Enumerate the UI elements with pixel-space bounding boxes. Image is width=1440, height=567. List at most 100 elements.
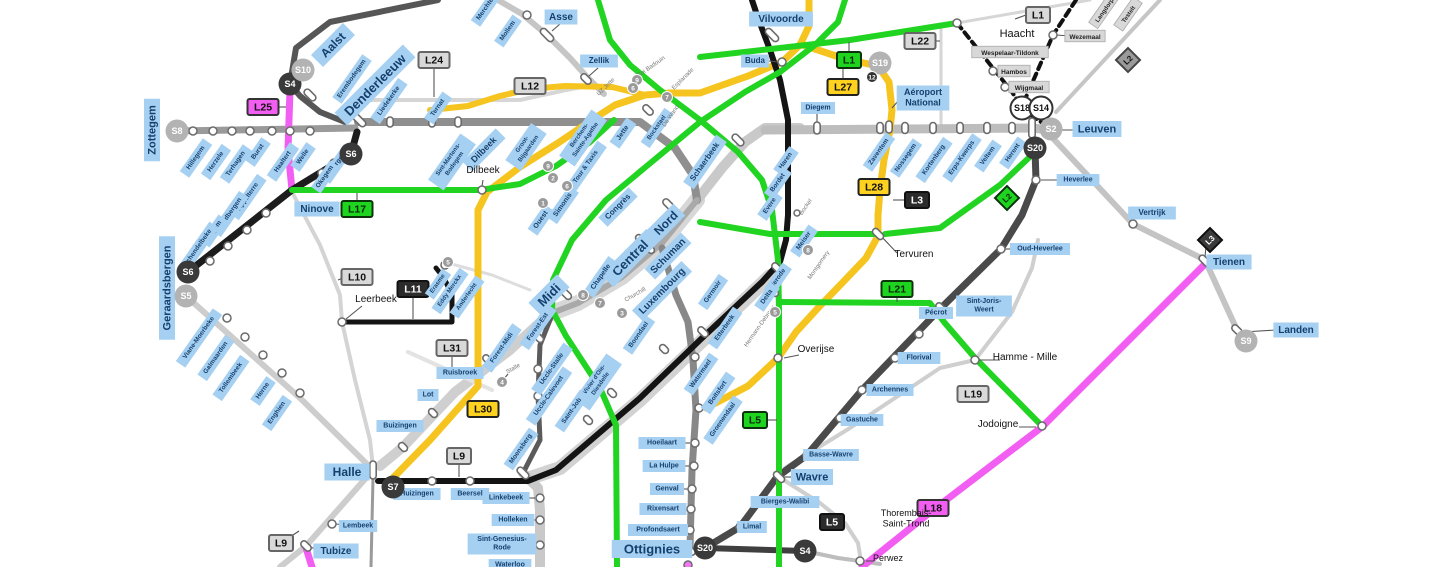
chip-box — [997, 64, 1031, 78]
metro-number-8: 8 — [577, 289, 589, 301]
station-tick — [1027, 117, 1037, 139]
rail-line-green-meiser-tervuren — [697, 219, 881, 237]
station-chip-label: Holleken — [498, 517, 527, 524]
station-chip: Landen — [1273, 322, 1319, 338]
chip-box — [527, 204, 555, 236]
chip-box — [918, 307, 954, 319]
station-chip-label: Tubize — [321, 546, 352, 557]
station-tick — [772, 470, 786, 484]
s-terminal-label: S4 — [284, 79, 295, 89]
station-chip-label: Geraardsbergen — [162, 245, 174, 330]
station-name: Tervuren — [895, 249, 934, 260]
station-dot — [777, 57, 787, 67]
chip-box — [840, 414, 884, 426]
station-chip: Florival — [897, 352, 941, 364]
chip-box — [862, 132, 896, 172]
s-terminal-label: S19 — [872, 58, 888, 68]
chip-box — [175, 308, 223, 368]
station-dot — [535, 493, 545, 503]
station-dot — [223, 241, 233, 251]
rail-line-corridor-west — [173, 124, 359, 135]
station-chip: Jette — [609, 117, 637, 149]
station-chip-label: Zellik — [589, 56, 610, 65]
station-chip-label: Pécrot — [925, 310, 947, 317]
s-terminal-label: S14 — [1033, 103, 1049, 113]
chip-box — [488, 559, 532, 567]
s-terminal-circle — [793, 539, 817, 563]
station-chip: Archennes — [866, 384, 914, 396]
station-tick — [300, 540, 312, 552]
station-chip-gray-label: Wezemaal — [1069, 34, 1101, 41]
station-chip: Vilvoorde — [749, 11, 813, 27]
badge-box — [417, 51, 451, 69]
chip-box — [897, 352, 941, 364]
metro-number-5: 5 — [769, 306, 781, 318]
station-chip-label: Sint-Genesius-Rode — [477, 536, 527, 552]
metro-number-7: 7 — [661, 91, 673, 103]
station-chip-label: Erps-Kwerps — [947, 139, 976, 176]
badge-label: L24 — [425, 55, 443, 67]
badge-box — [880, 280, 914, 298]
s-terminal-S2: S2 — [1039, 117, 1063, 141]
station-chip: Zellik — [580, 54, 618, 68]
metro-circle — [547, 172, 559, 184]
badge-label: L27 — [834, 82, 852, 94]
line-badge-L1: L1 — [1025, 6, 1051, 24]
pointer-line — [1014, 14, 1027, 20]
station-chip-label: Buizingen — [383, 423, 416, 430]
rail-lines — [173, 0, 1249, 567]
station-chip: Beersel — [450, 488, 490, 500]
line-badge-L1: L1 — [836, 51, 862, 69]
station-dot — [205, 256, 215, 266]
chip-box — [1056, 174, 1100, 186]
chip-box — [800, 102, 836, 114]
badge-box — [435, 339, 469, 357]
chip-box — [261, 394, 293, 432]
station-chip: Buizingen — [376, 420, 424, 432]
station-name: Jodoigne — [978, 419, 1019, 430]
station-dot — [533, 364, 543, 374]
chip-box — [866, 384, 914, 396]
chip-box — [266, 142, 300, 182]
station-chip-label: Waterloo — [495, 562, 525, 567]
chip-box — [583, 256, 619, 298]
station-tick — [812, 121, 822, 135]
station-dot — [465, 476, 475, 486]
metro-number-4: 4 — [496, 376, 508, 388]
station-chip-label: Beersel — [457, 491, 482, 498]
station-chip-label: Linkebeek — [489, 495, 523, 502]
metro-number-label: 6 — [631, 85, 635, 92]
station-chip-label: Oud-Heverlee — [1017, 246, 1063, 253]
station-dot — [305, 126, 315, 136]
line-badge-L9: L9 — [268, 534, 294, 552]
chip-box — [424, 91, 452, 125]
badge-label: L9 — [453, 451, 465, 463]
station-tick — [1007, 121, 1017, 135]
station-chip-label: Kortenberg — [921, 143, 947, 176]
station-chip: Ouest — [527, 204, 555, 236]
s-terminal-S7: S7 — [381, 475, 405, 499]
station-chip: Halle — [324, 463, 370, 481]
metro-number-label: 8 — [806, 247, 810, 254]
badge-box — [826, 78, 860, 96]
s-terminal-circle — [165, 119, 189, 143]
station-chip-gray: Wespelaar-Tildonk — [971, 45, 1049, 59]
metro-circle — [866, 71, 878, 83]
chip-box — [519, 303, 557, 351]
pointer-line — [345, 305, 363, 320]
s-terminal-S10: S10 — [291, 58, 315, 82]
station-chip-label: La Hulpe — [649, 463, 679, 470]
station-dot — [208, 126, 218, 136]
station-chip: Genval — [649, 483, 685, 495]
line-badge-L27: L27 — [826, 78, 860, 96]
chip-box — [649, 483, 685, 495]
s-terminal-circle — [381, 475, 405, 499]
rail-line-band-halle — [375, 310, 553, 471]
badge-label: L11 — [404, 284, 422, 296]
s-terminal-circle — [693, 536, 717, 560]
station-chip-label: Profondsaert — [636, 527, 680, 534]
chip-box — [611, 540, 693, 558]
station-chip-gray: Hambos — [997, 64, 1031, 78]
chip-box — [482, 492, 530, 504]
station-chip: Heverlee — [1056, 174, 1100, 186]
